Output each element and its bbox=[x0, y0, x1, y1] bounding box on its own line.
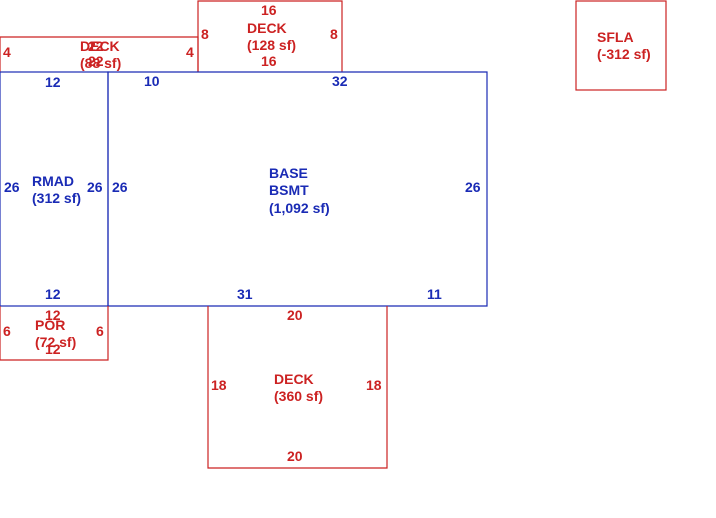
deck-bottom-bottom-dim: 20 bbox=[287, 448, 303, 464]
deck-bottom-left-dim: 18 bbox=[211, 377, 227, 393]
deck-top-left-left-dim: 4 bbox=[3, 44, 11, 60]
deck-bottom-area-label: (360 sf) bbox=[274, 388, 323, 404]
deck-top-bottom-dim: 16 bbox=[261, 53, 277, 69]
sfla-area-label: (-312 sf) bbox=[597, 46, 651, 62]
por-right-dim: 6 bbox=[96, 323, 104, 339]
deck-top-left-bottom-dim: 22 bbox=[88, 53, 104, 69]
deck-top-area: 16 DECK (128 sf) 16 8 8 bbox=[197, 0, 343, 72]
rmad-bottom-dim: 12 bbox=[45, 286, 61, 302]
por-top-dim: 12 bbox=[45, 307, 61, 323]
deck-top-left-area-label: (88 sf) bbox=[80, 55, 121, 71]
sfla-label: SFLA bbox=[597, 29, 634, 45]
deck-top-left-label: DECK bbox=[80, 38, 120, 54]
deck-top-top-dim: 16 bbox=[261, 2, 277, 18]
rmad-top-dim: 12 bbox=[45, 74, 61, 90]
deck-bottom-area: 20 DECK (360 sf) 18 18 20 bbox=[207, 306, 388, 469]
sfla-outline bbox=[575, 0, 667, 91]
rmad-area-label: (312 sf) bbox=[32, 190, 81, 206]
rmad-right-dim: 26 bbox=[87, 179, 103, 195]
por-left-dim: 6 bbox=[3, 323, 11, 339]
por-area-label: (72 sf) bbox=[35, 334, 76, 350]
deck-bottom-top-dim: 20 bbox=[287, 307, 303, 323]
deck-top-left-top-dim: 22 bbox=[88, 38, 104, 54]
base-bottom-left-dim: 31 bbox=[237, 286, 253, 302]
base-left-dim: 26 bbox=[112, 179, 128, 195]
rmad-label: RMAD bbox=[32, 173, 74, 189]
deck-bottom-outline bbox=[207, 306, 388, 469]
base-bottom-right-dim: 11 bbox=[427, 286, 442, 302]
deck-top-left-area: DECK (88 sf) 22 22 4 4 bbox=[0, 36, 199, 72]
deck-top-label: DECK bbox=[247, 20, 287, 36]
deck-top-left-right-dim: 4 bbox=[186, 44, 194, 60]
base-label: BASE bbox=[269, 165, 308, 181]
por-bottom-dim: 12 bbox=[45, 341, 61, 357]
base-outline bbox=[107, 71, 488, 307]
base-right-dim: 26 bbox=[465, 179, 481, 195]
deck-bottom-label: DECK bbox=[274, 371, 314, 387]
base-top-right-dim: 32 bbox=[332, 73, 348, 89]
deck-top-outline bbox=[197, 0, 343, 72]
deck-top-left-dim: 8 bbox=[201, 26, 209, 42]
deck-top-area-label: (128 sf) bbox=[247, 37, 296, 53]
por-label: POR bbox=[35, 317, 65, 333]
por-area: 12 POR (72 sf) 12 6 6 bbox=[0, 306, 109, 361]
base-top-left-dim: 10 bbox=[144, 73, 160, 89]
sfla-area: SFLA (-312 sf) bbox=[575, 0, 667, 91]
deck-top-right-dim: 8 bbox=[330, 26, 338, 42]
base-area: 10 32 BASE BSMT (1,092 sf) 26 26 31 11 bbox=[107, 71, 488, 307]
rmad-left-dim: 26 bbox=[4, 179, 20, 195]
deck-bottom-right-dim: 18 bbox=[366, 377, 382, 393]
rmad-area: 12 RMAD (312 sf) 26 26 12 bbox=[0, 71, 109, 307]
por-outline bbox=[0, 306, 109, 361]
base-area-label: (1,092 sf) bbox=[269, 200, 330, 216]
base-label-2: BSMT bbox=[269, 182, 309, 198]
